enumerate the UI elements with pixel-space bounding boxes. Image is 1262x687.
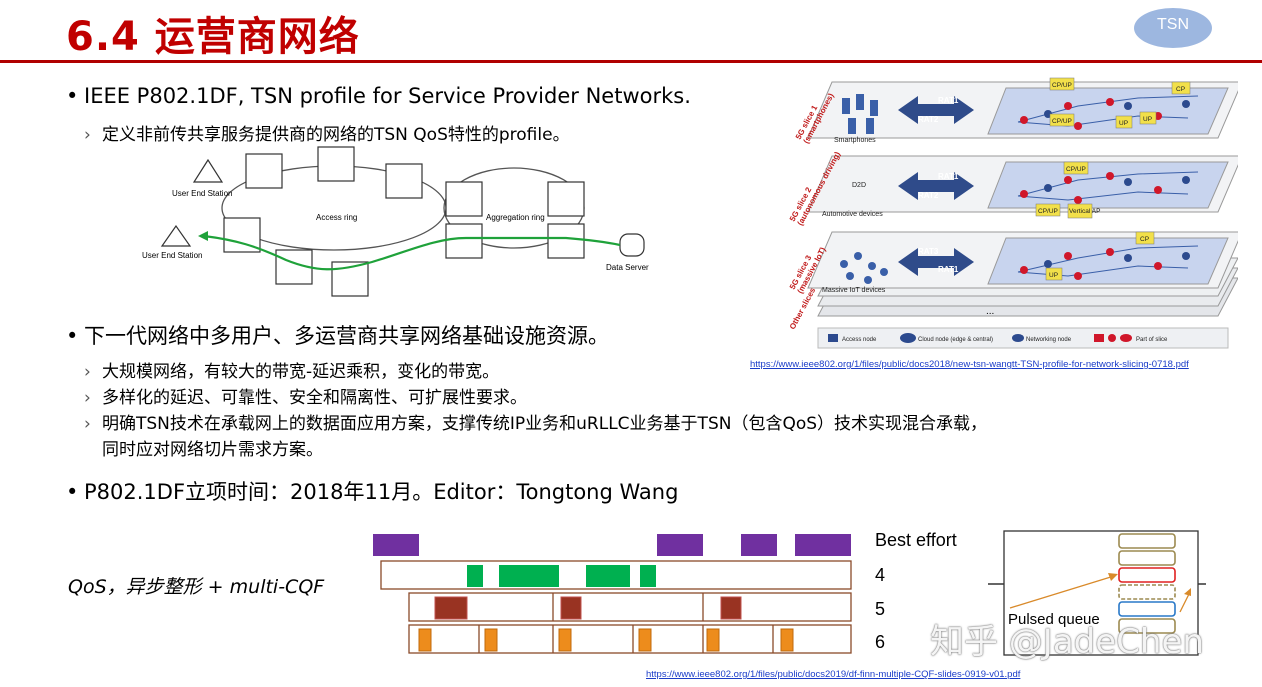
rat2-label: RAT2 bbox=[918, 115, 939, 124]
d2d-label: D2D bbox=[852, 182, 866, 189]
class6-label: 6 bbox=[875, 632, 886, 652]
legend-cloud-node: Cloud node (edge & central) bbox=[918, 337, 993, 343]
sub-bullet-data-plane-cont: 同时应对网络切片需求方案。 bbox=[102, 435, 323, 460]
up-label: UP bbox=[1143, 116, 1152, 123]
class5-label: 5 bbox=[875, 599, 886, 619]
sub-bullet-text: 明确TSN技术在承载网上的数据面应用方案，支撑传统IP业务和uRLLC业务基于T… bbox=[102, 414, 988, 434]
vertical-ap-label: Vertical AP bbox=[1069, 208, 1100, 215]
sub-bullet-data-plane: ›明确TSN技术在承载网上的数据面应用方案，支撑传统IP业务和uRLLC业务基于… bbox=[84, 414, 988, 434]
up-label: UP bbox=[1119, 120, 1128, 127]
sub-bullet-profile: ›定义非前传共享服务提供商的网络的TSN QoS特性的profile。 bbox=[84, 125, 570, 145]
cpup-label: CP/UP bbox=[1052, 82, 1072, 89]
sub-bullet-text: 定义非前传共享服务提供商的网络的TSN QoS特性的profile。 bbox=[102, 125, 570, 145]
sub-bullet-diversity: ›多样化的延迟、可靠性、安全和隔离性、可扩展性要求。 bbox=[84, 388, 527, 408]
page-title: 6.4 运营商网络 bbox=[66, 14, 360, 60]
network-slicing-diagram: 5G slice 1(smartphones) 5G slice 2(auton… bbox=[788, 77, 1238, 349]
tsn-logo-text: TSN bbox=[1157, 16, 1189, 33]
pulsed-queue-label: Pulsed queue bbox=[1008, 611, 1100, 628]
end-station-icon bbox=[160, 224, 192, 247]
sub-bullet-text: 多样化的延迟、可靠性、安全和隔离性、可扩展性要求。 bbox=[102, 388, 527, 408]
class4-label: 4 bbox=[875, 565, 886, 585]
smartphones-label: Smartphones bbox=[834, 137, 876, 144]
rat1-label: RAT1 bbox=[938, 265, 959, 274]
legend-part-of-slice: Part of slice bbox=[1136, 337, 1168, 343]
multi-cqf-timing-diagram bbox=[373, 534, 852, 654]
cp-label: CP bbox=[1176, 86, 1185, 93]
link-slicing-paper[interactable]: https://www.ieee802.org/1/files/public/d… bbox=[750, 359, 1189, 370]
class5-frames bbox=[434, 596, 742, 620]
class6-frames bbox=[418, 628, 794, 652]
iot-label: Massive IoT devices bbox=[822, 287, 886, 294]
access-ring-label: Access ring bbox=[316, 213, 357, 222]
sub-bullet-text: 大规模网络，有较大的带宽-延迟乘积，变化的带宽。 bbox=[102, 362, 500, 382]
ring-network-diagram: User End Station User End Station Access… bbox=[142, 146, 649, 297]
automotive-label: Automotive devices bbox=[822, 211, 883, 218]
up-label: UP bbox=[1049, 272, 1058, 279]
rat1-label: RAT1 bbox=[938, 172, 959, 181]
sub-bullet-bandwidth: ›大规模网络，有较大的带宽-延迟乘积，变化的带宽。 bbox=[84, 362, 500, 382]
bullet-text: 下一代网络中多用户、多运营商共享网络基础设施资源。 bbox=[84, 324, 609, 348]
data-server-label: Data Server bbox=[606, 263, 649, 272]
best-effort-label: Best effort bbox=[875, 530, 957, 550]
sub-bullet-text: 同时应对网络切片需求方案。 bbox=[102, 440, 323, 460]
bullet-multi-operator: •下一代网络中多用户、多运营商共享网络基础设施资源。 bbox=[66, 324, 609, 348]
bullet-text: IEEE P802.1DF, TSN profile for Service P… bbox=[84, 84, 691, 108]
bullet-project-date: •P802.1DF立项时间：2018年11月。Editor：Tongtong W… bbox=[66, 480, 679, 504]
pulsed-queue-diagram: Pulsed queue bbox=[988, 530, 1206, 656]
more-slices-dots: ... bbox=[986, 306, 994, 317]
link-multiple-cqf-slides[interactable]: https://www.ieee802.org/1/files/public/d… bbox=[646, 669, 1021, 680]
rat3-label: RAT3 bbox=[918, 247, 939, 256]
rat2-label: RAT2 bbox=[918, 191, 939, 200]
cp-label: CP bbox=[1140, 236, 1149, 243]
user-end-station-label-1: User End Station bbox=[172, 189, 232, 198]
cpup-label: CP/UP bbox=[1066, 166, 1086, 173]
cpup-label: CP/UP bbox=[1052, 118, 1072, 125]
title-divider bbox=[0, 60, 1262, 63]
zhihu-watermark: 知乎 @JadeChen bbox=[930, 622, 1204, 662]
aggregation-ring-label: Aggregation ring bbox=[486, 213, 545, 222]
tsn-logo bbox=[1134, 8, 1212, 48]
legend-access-node: Access node bbox=[842, 337, 877, 343]
bullet-ieee-p8021df: •IEEE P802.1DF, TSN profile for Service … bbox=[66, 84, 691, 108]
legend-networking-node: Networking node bbox=[1026, 337, 1072, 343]
best-effort-frames bbox=[373, 534, 851, 556]
qos-multi-cqf-label: QoS，异步整形 + multi-CQF bbox=[68, 576, 325, 598]
user-end-station-label-2: User End Station bbox=[142, 251, 202, 260]
cpup-label: CP/UP bbox=[1038, 208, 1058, 215]
class4-frames bbox=[467, 565, 656, 587]
rat1-label: RAT1 bbox=[938, 96, 959, 105]
bullet-text: P802.1DF立项时间：2018年11月。Editor：Tongtong Wa… bbox=[84, 480, 679, 504]
end-station-icon bbox=[192, 158, 224, 183]
data-server-icon bbox=[619, 233, 645, 257]
